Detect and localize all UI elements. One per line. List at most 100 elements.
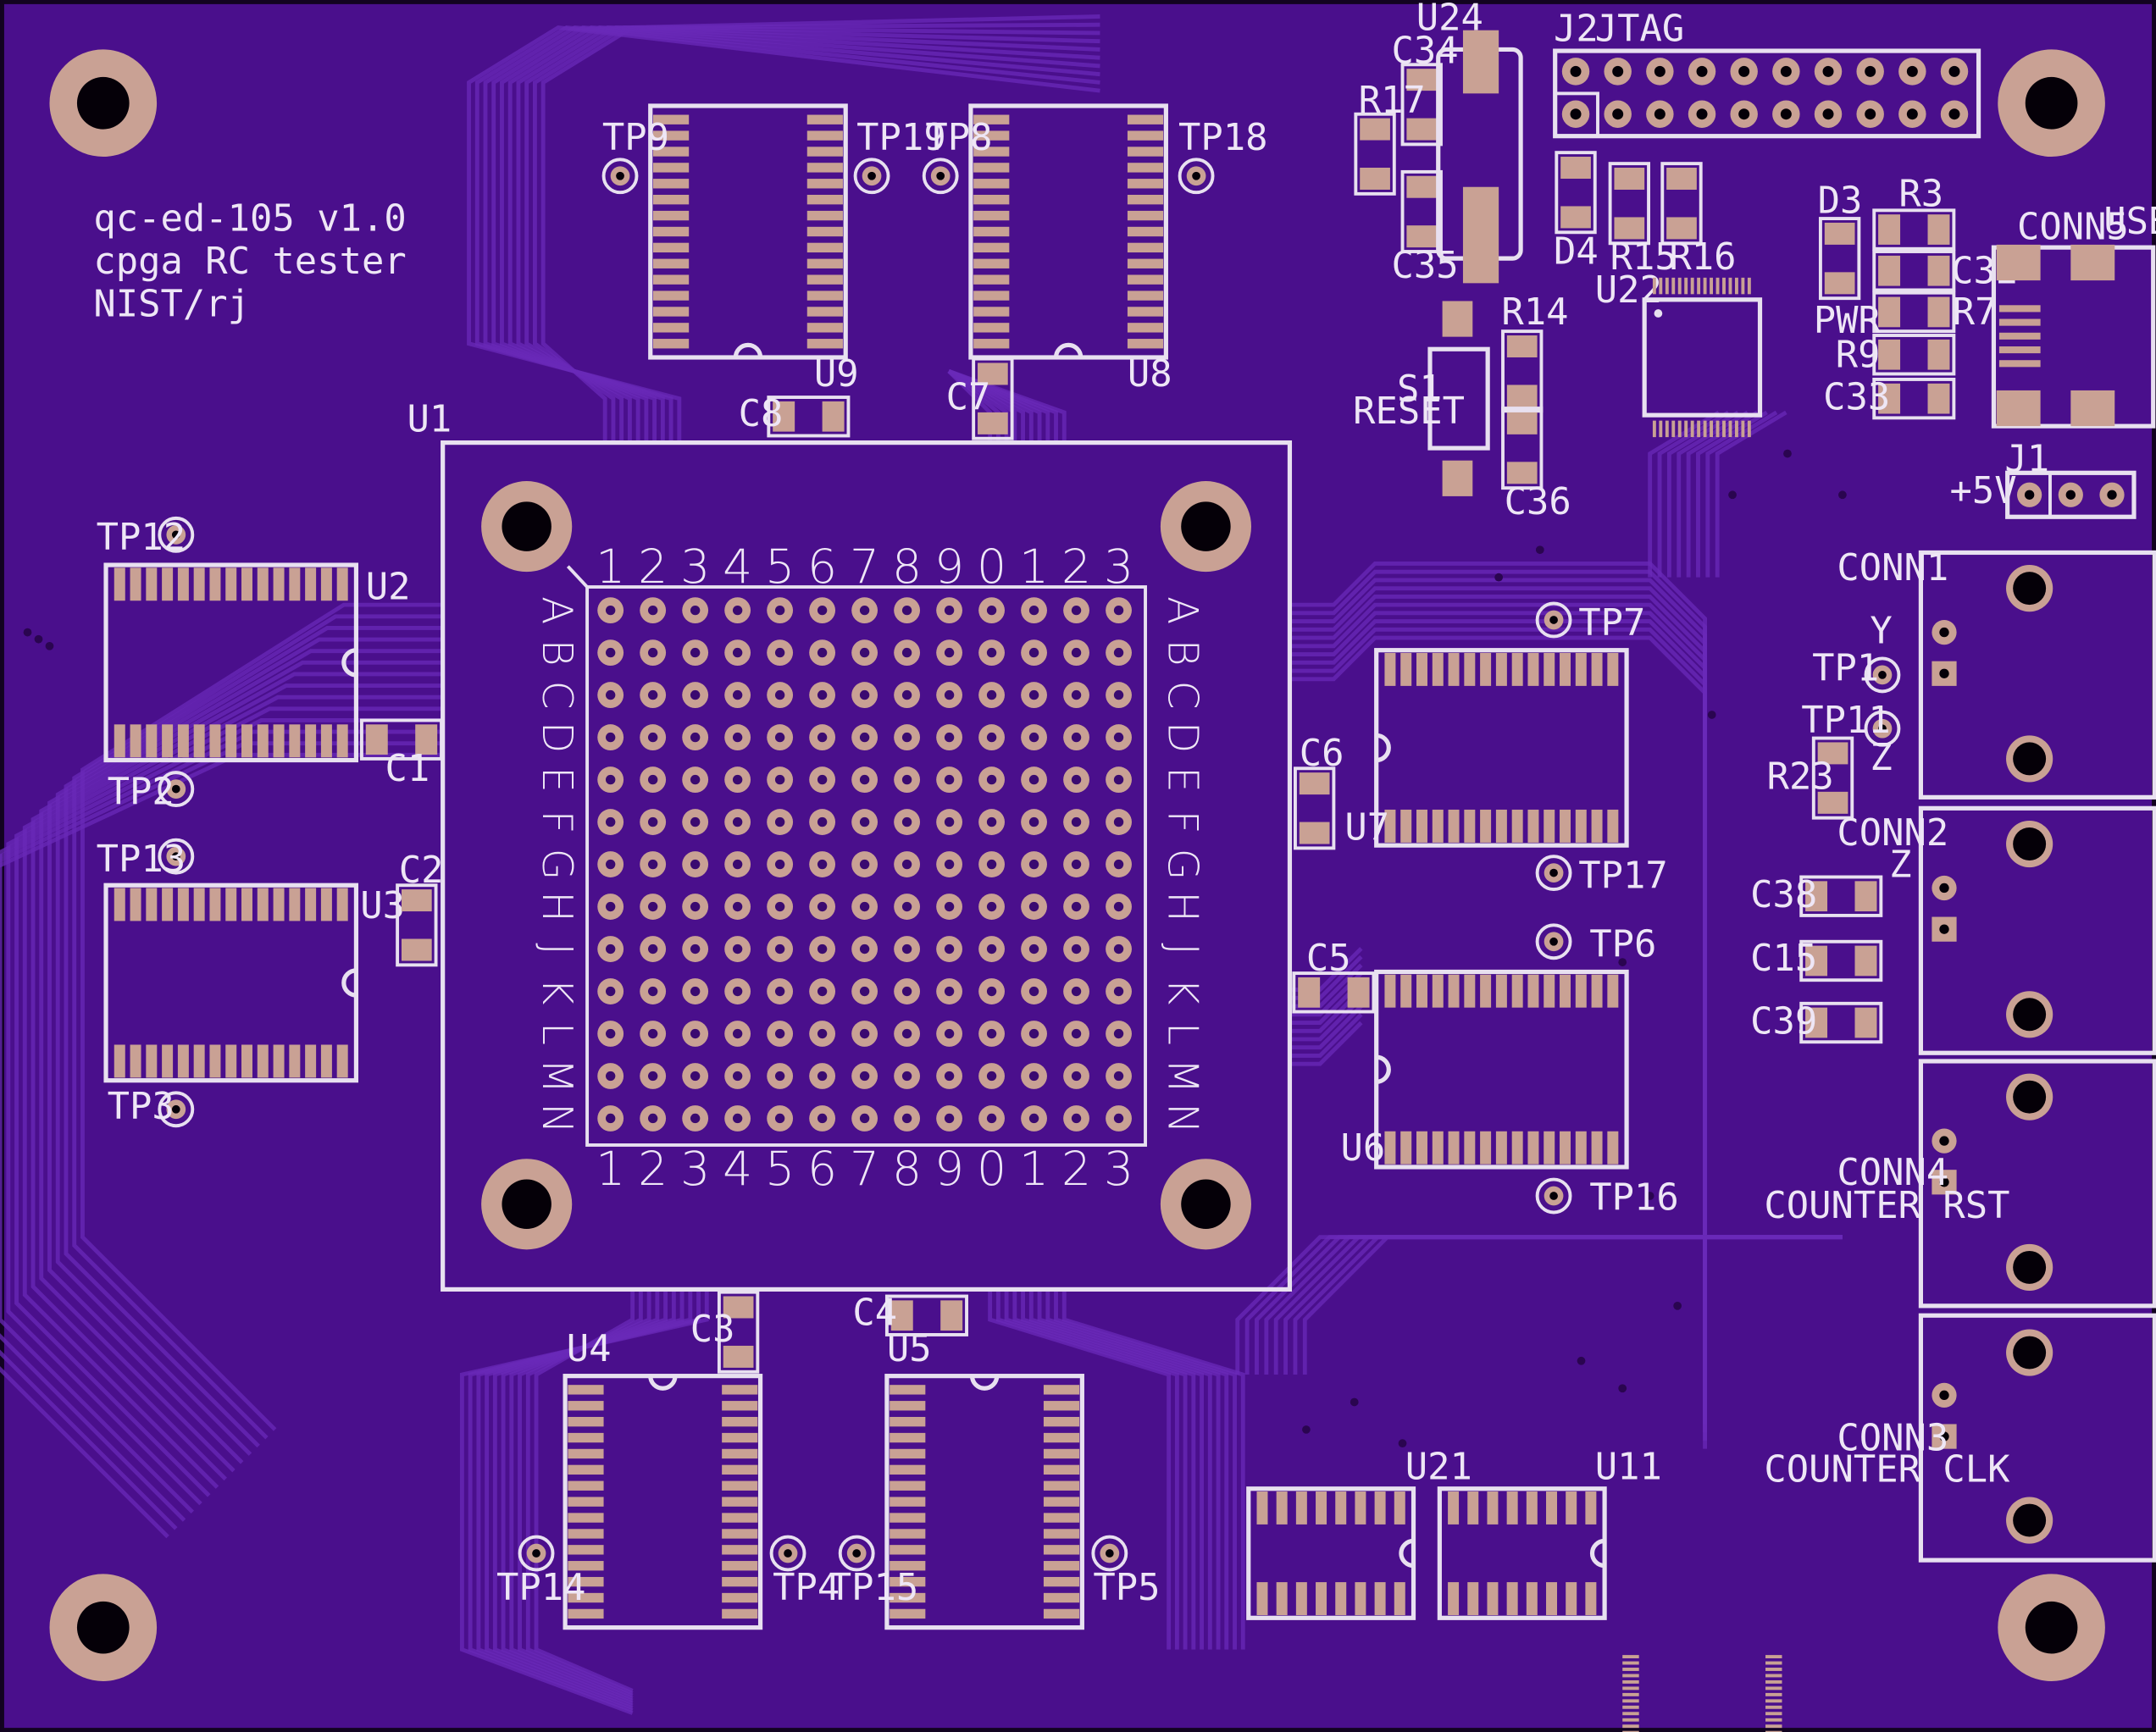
- ic-ref-u6: U6: [1340, 1126, 1385, 1170]
- socket-col-label: 0: [977, 540, 1006, 595]
- socket-row-label: E: [533, 766, 580, 793]
- diode-ref-d3: D3: [1818, 180, 1863, 223]
- socket-row-label: A: [533, 596, 580, 624]
- tp-label-tp13: TP13: [97, 838, 186, 881]
- smd-pad: [978, 362, 1008, 385]
- socket-row-label: N: [1159, 1103, 1206, 1133]
- tp-label-tp16: TP16: [1589, 1176, 1679, 1219]
- usb-pin: [1998, 346, 2041, 354]
- socket-row-label: C: [533, 681, 580, 710]
- socket-col-label: 6: [807, 540, 837, 595]
- smd-pad: [1506, 462, 1538, 484]
- smd-pad: [365, 724, 388, 755]
- cap-ref-c3: C3: [690, 1308, 735, 1351]
- usb-pin: [1998, 332, 2041, 340]
- usb-pin: [1998, 318, 2041, 326]
- tp-label-tp11: TP11: [1801, 699, 1891, 742]
- smd-pad: [1805, 1007, 1828, 1038]
- tp-label-tp5: TP5: [1093, 1566, 1160, 1609]
- test-point: [1535, 1177, 1572, 1215]
- smd-pad: [1360, 168, 1390, 190]
- crystal-u24: [1436, 30, 1523, 284]
- socket-col-label: 0: [977, 1143, 1006, 1197]
- tp-label-tp7: TP7: [1578, 601, 1645, 645]
- smd-pad: [1927, 214, 1950, 245]
- smd-pad: [1298, 977, 1321, 1008]
- test-point: [1535, 923, 1572, 960]
- ic-outline: [1437, 1486, 1607, 1620]
- header-name-jtag: JTAG: [1595, 8, 1685, 51]
- socket-row-label: K: [533, 978, 580, 1005]
- conn2-pin-z: Z: [1889, 843, 1911, 886]
- test-point: [853, 158, 890, 195]
- smd-pad: [1506, 385, 1538, 407]
- socket-col-label: 3: [1104, 540, 1133, 595]
- smd-pad: [1406, 175, 1438, 198]
- smd-pad: [1560, 206, 1591, 229]
- res-ref-r14: R14: [1501, 291, 1568, 334]
- usb-connector-conn5[interactable]: CONN5 USB: [1991, 200, 2156, 429]
- socket-col-label: 9: [934, 540, 964, 595]
- cap-ref-c1: C1: [385, 747, 430, 790]
- tp-label-tp18: TP18: [1178, 116, 1268, 159]
- cap-ref-c4: C4: [852, 1292, 897, 1335]
- socket-col-label: 1: [1019, 1143, 1049, 1197]
- socket-col-label: 2: [638, 1143, 668, 1197]
- socket-col-label: 6: [807, 1143, 837, 1197]
- socket-row-label: B: [1159, 639, 1206, 667]
- usb-name: USB: [2103, 200, 2156, 243]
- smd-pad: [415, 724, 438, 755]
- smd-pad: [1854, 945, 1877, 977]
- res-ref-r3: R3: [1898, 172, 1943, 215]
- smd-pad: [1854, 881, 1877, 912]
- smd-passives: [359, 63, 1956, 1374]
- socket-row-label: J: [1159, 943, 1206, 955]
- tp-label-tp14: TP14: [496, 1566, 586, 1609]
- bnc-outline: [1918, 805, 2156, 1055]
- power-header-j1: J1 +5V: [1949, 438, 2137, 519]
- socket-row-label: K: [1159, 978, 1206, 1005]
- test-point: [1864, 656, 1901, 694]
- reset-switch-s1[interactable]: S1 RESET: [1353, 301, 1490, 496]
- cap-ref-c2: C2: [399, 849, 444, 892]
- smd-pad: [1927, 255, 1950, 286]
- smd-pad: [1666, 217, 1697, 240]
- socket-col-label: 2: [1061, 1143, 1091, 1197]
- smd-pad: [1406, 225, 1438, 248]
- socket-row-label: D: [533, 722, 580, 754]
- cap-ref-c6: C6: [1300, 732, 1344, 775]
- switch-ref: S1: [1397, 368, 1442, 411]
- ic-ref-u7: U7: [1344, 806, 1389, 849]
- socket-col-label: 1: [596, 1143, 625, 1197]
- test-point: [601, 158, 639, 195]
- ic-outline: [884, 1374, 1084, 1630]
- tp-label-tp8: TP8: [925, 116, 992, 159]
- smd-pad: [1805, 945, 1828, 977]
- socket-row-label: H: [1159, 891, 1206, 922]
- bnc-outline: [1918, 550, 2156, 800]
- socket-col-label: 1: [596, 540, 625, 595]
- smd-pad: [723, 1345, 754, 1368]
- smd-pad: [1805, 881, 1828, 912]
- cap-ref-c36: C36: [1505, 480, 1571, 523]
- socket-col-label: 1: [1019, 540, 1049, 595]
- tp-label-tp6: TP6: [1589, 923, 1656, 966]
- conn3-ref: CONN3: [1837, 1416, 1948, 1459]
- socket-col-label: 3: [680, 1143, 710, 1197]
- smd-pad: [1299, 772, 1330, 795]
- socket-col-label: 9: [934, 1143, 964, 1197]
- test-point: [1091, 1535, 1128, 1572]
- smd-pad: [1360, 118, 1390, 141]
- switch-name: RESET: [1353, 390, 1465, 433]
- socket-row-label: H: [533, 891, 580, 922]
- tp-label-tp2: TP2: [108, 770, 175, 813]
- socket-col-label: 5: [765, 1143, 795, 1197]
- conn1-ref: CONN1: [1837, 546, 1948, 589]
- smd-pad: [1666, 168, 1697, 190]
- socket-row-label: J: [533, 943, 580, 955]
- res-ref-r23: R23: [1767, 755, 1834, 799]
- smd-pad: [1927, 339, 1950, 370]
- ic-outline: [1374, 969, 1629, 1170]
